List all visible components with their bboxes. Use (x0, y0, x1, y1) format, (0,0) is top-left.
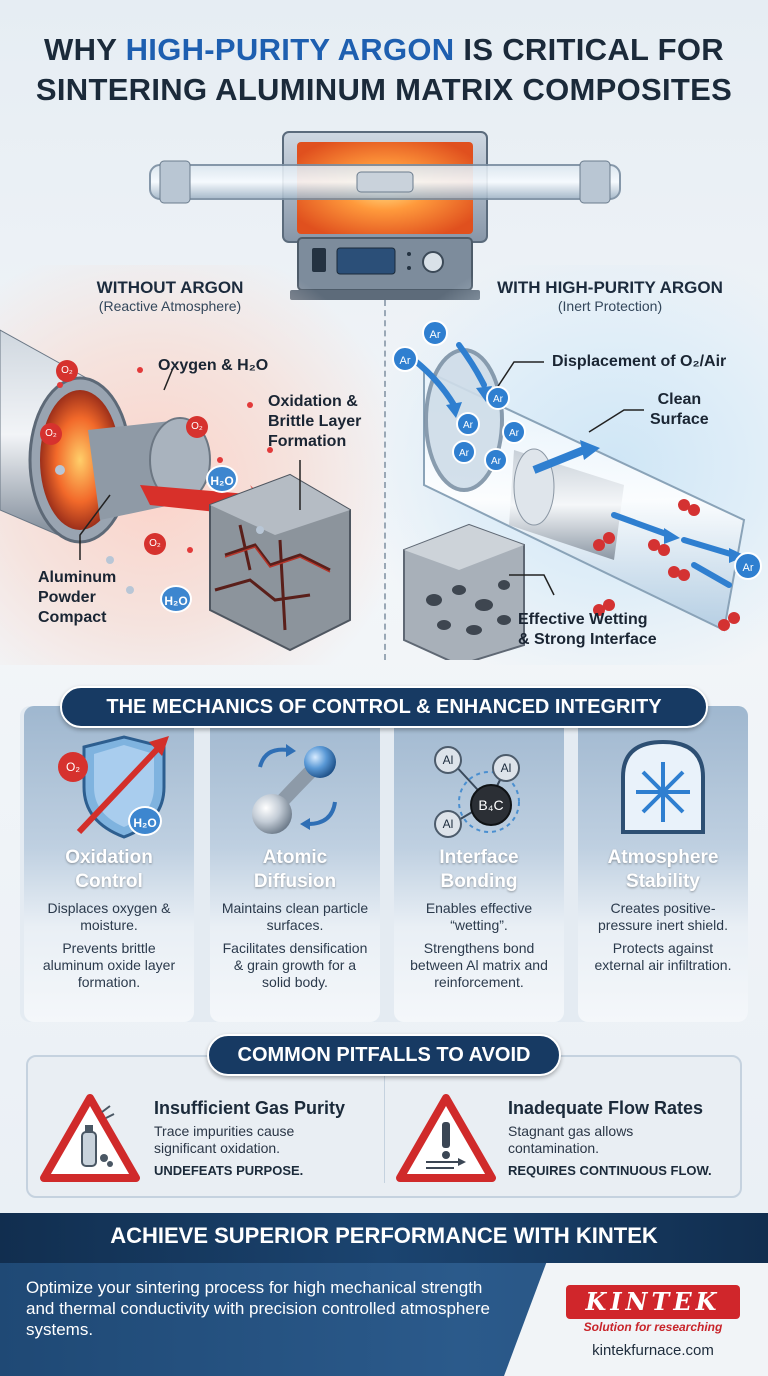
panel-divider (384, 300, 386, 660)
card-text: Creates positive-pressure inert shield. (598, 900, 728, 933)
footer-banner (0, 1213, 768, 1263)
pitfall-divider (384, 1071, 385, 1183)
water-molecule: H₂O (160, 585, 192, 613)
argon-atom: Ar (486, 386, 510, 410)
website-link[interactable]: kintekfurnace.com (592, 1342, 714, 1359)
pitfall-emphasis: UNDEFEATS PURPOSE. (154, 1163, 304, 1178)
without-argon-subheading: (Reactive Atmosphere) (98, 298, 242, 314)
brand-tagline: Solution for researching (583, 1320, 723, 1334)
gas-cylinder-warning-icon (40, 1094, 140, 1182)
with-argon-subheading: (Inert Protection) (557, 298, 663, 314)
pitfall-title: Insufficient Gas Purity (154, 1098, 346, 1118)
clean-surface-label: Clean Surface (650, 391, 709, 428)
argon-atom: Ar (734, 552, 762, 580)
al-atom: Al (434, 810, 462, 838)
card-text: Displaces oxygen & moisture. (47, 900, 171, 933)
oxidation-illustration (0, 329, 351, 652)
argon-atom: Ar (452, 440, 476, 464)
water-molecule: H₂O (206, 465, 238, 493)
pitfall-emphasis: REQUIRES CONTINUOUS FLOW. (508, 1163, 712, 1178)
o2-badge: O₂ (58, 752, 88, 782)
kintek-logo[interactable]: KINTEK (566, 1285, 740, 1319)
argon-atom: Ar (392, 346, 418, 372)
displacement-label: Displacement of O₂/Air (552, 353, 727, 370)
oxygen-molecule: O₂ (40, 423, 62, 445)
al-atom: Al (492, 754, 520, 782)
oxygen-molecule: O₂ (144, 533, 166, 555)
title-highlight: HIGH-PURITY ARGON (125, 32, 455, 67)
footer-title: ACHIEVE SUPERIOR PERFORMANCE WITH KINTEK (110, 1223, 658, 1248)
al-atom: Al (434, 746, 462, 774)
page-title: WHY HIGH-PURITY ARGON IS CRITICAL FOR SI… (35, 32, 733, 107)
without-argon-heading: WITHOUT ARGON (96, 278, 244, 297)
pitfall-text: significant oxidation. (154, 1140, 281, 1156)
pitfalls-heading: COMMON PITFALLS TO AVOID (207, 1034, 561, 1076)
card-text: Protects against external air infiltrati… (594, 940, 732, 973)
pitfall-text: Stagnant gas allows (508, 1123, 634, 1139)
card-text: Facilitates densification & grain growth… (222, 940, 368, 990)
pitfall-text: contamination. (508, 1140, 600, 1156)
oxidation-label: Oxidation & Brittle Layer Formation (268, 393, 362, 450)
oxygen-molecule: O₂ (56, 360, 78, 382)
card-text: Maintains clean particle surfaces. (221, 900, 369, 933)
card-text: Strengthens bond between Al matrix and r… (410, 940, 548, 990)
argon-atom: Ar (456, 412, 480, 436)
shield-icon (76, 735, 169, 839)
card-text: Prevents brittle aluminum oxide layer fo… (42, 940, 176, 990)
argon-atom: Ar (484, 448, 508, 472)
footer-text: Optimize your sintering process for high… (26, 1278, 490, 1339)
argon-atom: Ar (422, 320, 448, 346)
pressure-icon (621, 739, 705, 834)
pitfall-title: Inadequate Flow Rates (508, 1098, 704, 1118)
wetting-label: Effective Wetting & Strong Interface (518, 611, 657, 648)
card-text: Enables effective “wetting”. (425, 900, 533, 933)
b4c-particle: B₄C (470, 784, 512, 826)
h2o-badge: H₂O (128, 806, 162, 836)
oxygen-h2o-label: Oxygen & H₂O (158, 357, 269, 374)
oxygen-molecule: O₂ (186, 416, 208, 438)
compact-label: Aluminum Powder Compact (38, 569, 117, 626)
diffusion-icon (252, 744, 337, 834)
argon-atom: Ar (502, 420, 526, 444)
with-argon-heading: WITH HIGH-PURITY ARGON (497, 278, 723, 297)
pitfall-text: Trace impurities cause (154, 1123, 295, 1139)
brand-panel (504, 1263, 768, 1376)
mechanics-heading: THE MECHANICS OF CONTROL & ENHANCED INTE… (60, 686, 708, 728)
flow-warning-icon (396, 1094, 496, 1182)
